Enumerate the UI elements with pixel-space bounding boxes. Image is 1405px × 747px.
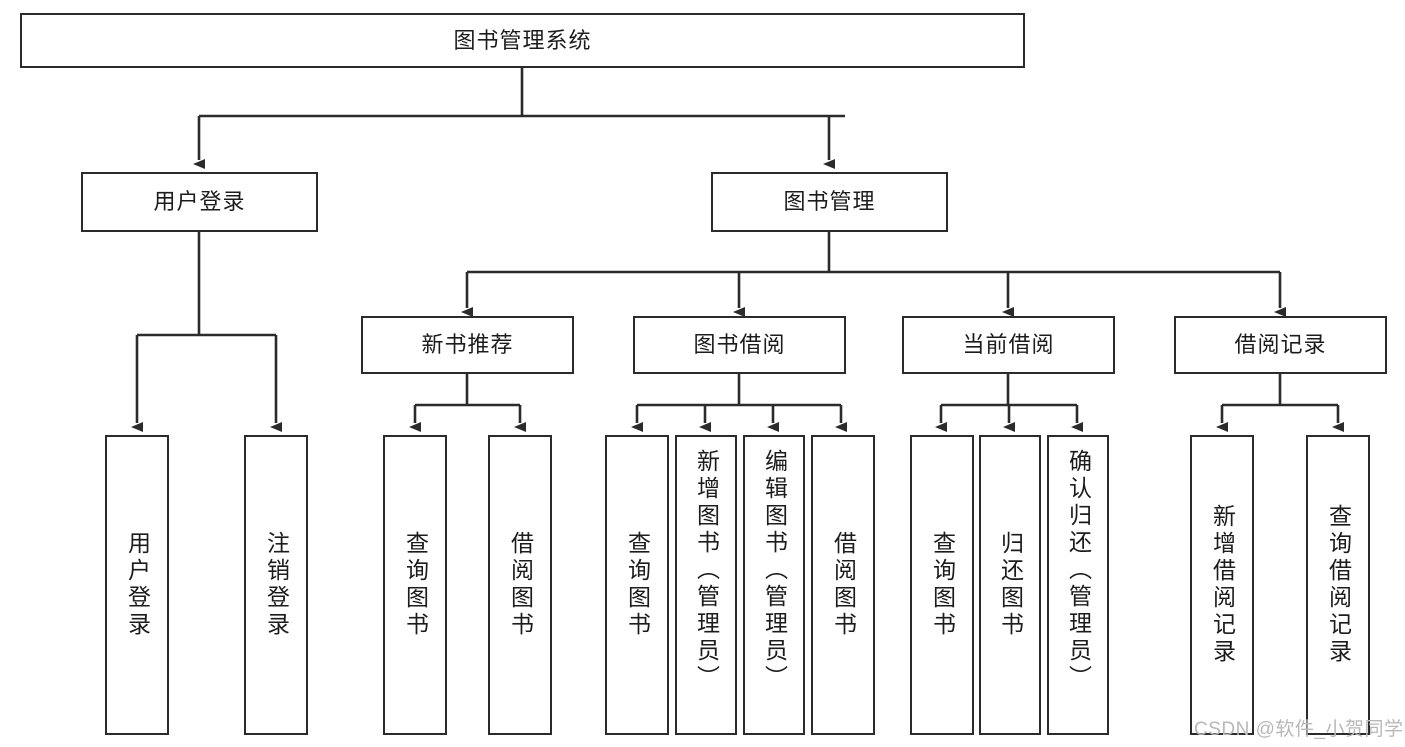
node-book-borrow[interactable]: 图书借阅 (633, 316, 846, 374)
node-leaf-query-book-3[interactable]: 查询图书 (910, 435, 974, 735)
node-leaf-return-book-label: 归还图书 (997, 531, 1024, 639)
watermark-text: CSDN @软件_小贺同学 (1194, 719, 1404, 740)
node-new-book-recommend[interactable]: 新书推荐 (361, 316, 574, 374)
node-leaf-confirm-return[interactable]: 确认归还（管理员） (1047, 435, 1109, 735)
node-leaf-logout[interactable]: 注销登录 (244, 435, 308, 735)
node-leaf-add-record-label: 新增借阅记录 (1209, 504, 1236, 666)
node-leaf-borrow-book-2[interactable]: 借阅图书 (811, 435, 875, 735)
node-leaf-query-book-3-label: 查询图书 (929, 531, 956, 639)
node-leaf-user-login-label: 用户登录 (124, 531, 151, 639)
node-leaf-query-book-2[interactable]: 查询图书 (605, 435, 669, 735)
node-leaf-add-book-label: 新增图书（管理员） (693, 449, 720, 692)
node-leaf-return-book[interactable]: 归还图书 (979, 435, 1041, 735)
node-book-borrow-label: 图书借阅 (693, 332, 786, 358)
node-leaf-add-record[interactable]: 新增借阅记录 (1190, 435, 1254, 735)
node-borrow-record[interactable]: 借阅记录 (1174, 316, 1387, 374)
node-root[interactable]: 图书管理系统 (20, 13, 1025, 68)
node-leaf-borrow-book-2-label: 借阅图书 (830, 531, 857, 639)
node-leaf-add-book[interactable]: 新增图书（管理员） (675, 435, 737, 735)
node-current-borrow-label: 当前借阅 (962, 332, 1055, 358)
node-leaf-query-record[interactable]: 查询借阅记录 (1306, 435, 1370, 735)
node-leaf-query-book-1-label: 查询图书 (402, 531, 429, 639)
node-leaf-borrow-book-1[interactable]: 借阅图书 (488, 435, 552, 735)
node-leaf-query-book-1[interactable]: 查询图书 (383, 435, 447, 735)
node-root-label: 图书管理系统 (453, 27, 592, 53)
node-book-manage[interactable]: 图书管理 (711, 172, 948, 232)
node-leaf-edit-book[interactable]: 编辑图书（管理员） (743, 435, 805, 735)
node-book-manage-label: 图书管理 (783, 189, 876, 215)
node-leaf-edit-book-label: 编辑图书（管理员） (761, 449, 788, 692)
node-new-book-recommend-label: 新书推荐 (421, 332, 514, 358)
node-user-login[interactable]: 用户登录 (81, 172, 318, 232)
node-leaf-confirm-return-label: 确认归还（管理员） (1065, 449, 1092, 692)
node-current-borrow[interactable]: 当前借阅 (902, 316, 1115, 374)
node-leaf-user-login[interactable]: 用户登录 (105, 435, 169, 735)
node-leaf-borrow-book-1-label: 借阅图书 (507, 531, 534, 639)
node-user-login-label: 用户登录 (153, 189, 246, 215)
node-leaf-query-record-label: 查询借阅记录 (1325, 504, 1352, 666)
node-leaf-query-book-2-label: 查询图书 (624, 531, 651, 639)
node-leaf-logout-label: 注销登录 (263, 531, 290, 639)
node-borrow-record-label: 借阅记录 (1234, 332, 1327, 358)
